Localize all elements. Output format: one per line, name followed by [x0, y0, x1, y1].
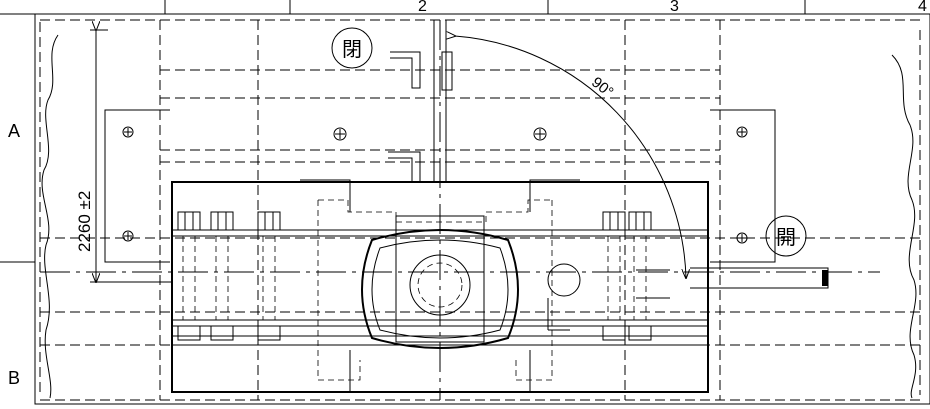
- break-lines: [41, 34, 917, 399]
- column-label-3: 3: [670, 0, 679, 15]
- row-label-a: A: [8, 121, 20, 141]
- angle-label: 90°: [588, 74, 616, 101]
- bolts-right: [602, 211, 652, 341]
- dimension-text: 2260 ±2: [75, 191, 94, 252]
- open-label: 開: [776, 227, 796, 249]
- open-callout-circle: [765, 215, 807, 257]
- bolts-left: [177, 211, 281, 341]
- close-label: 閉: [342, 39, 362, 61]
- dimension-line: [90, 30, 172, 282]
- close-callout-circle: [331, 27, 373, 69]
- column-label-2: 2: [418, 0, 427, 15]
- centre-lines: [40, 20, 880, 400]
- row-label-b: B: [8, 368, 20, 388]
- column-label-4: 4: [918, 0, 927, 15]
- rotation-arc: [455, 36, 686, 278]
